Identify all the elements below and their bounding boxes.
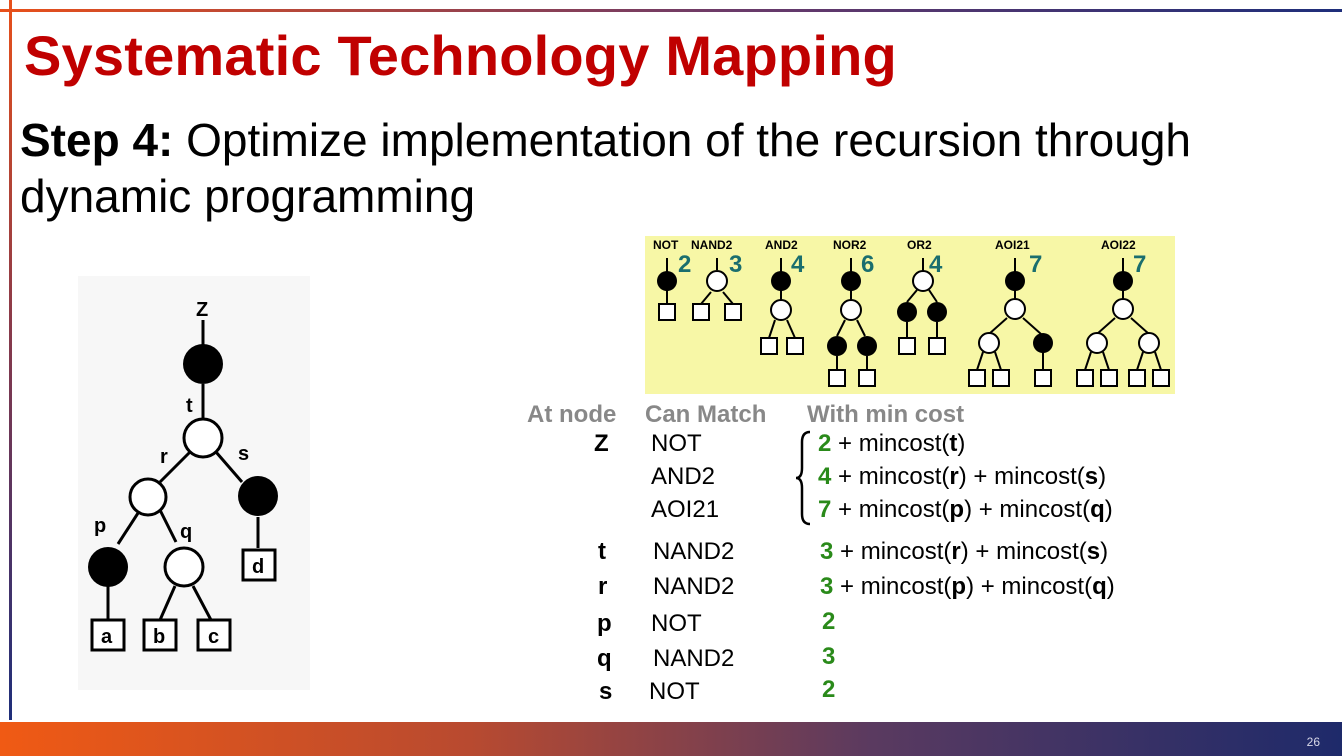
table-header-cost: With min cost [807,401,965,428]
table-row-node: t [598,538,606,565]
tree-label-s: s [238,443,249,465]
tree-label-t: t [186,395,193,417]
pattern-name-aoi22: AOI22 [1101,238,1136,252]
step-description: Step 4: Optimize implementation of the r… [20,112,1220,224]
pattern-name-aoi21: AOI21 [995,238,1030,252]
tree-label-c: c [208,626,219,648]
tree-node-q [163,546,205,588]
tree-label-b: b [153,626,165,648]
cost-options-brace [795,430,811,526]
pattern-cost-nand2: 3 [729,251,742,278]
tree-node-s [238,476,278,516]
tree-node-t [182,417,224,459]
table-row-match: NAND2 [653,645,735,672]
table-row-match: NOT [651,610,702,637]
table-row-cost-expr: 7 + mincost(p) + mincost(q) [818,496,1113,523]
table-header-node: At node [527,401,617,428]
pattern-cost-and2: 4 [791,251,805,278]
pattern-cost-or2: 4 [929,251,943,278]
table-row-cost: 2 [822,676,836,703]
pattern-name-or2: OR2 [907,238,932,252]
top-accent-bar [0,9,1342,12]
pattern-name-and2: AND2 [765,238,798,252]
step-label: Step 4: [20,114,174,166]
tree-node-r [128,477,168,517]
tree-leaf-c [196,618,232,652]
subject-tree-diagram: Z t r s p q d a b c [88,299,278,652]
pattern-cost-aoi22: 7 [1133,251,1146,278]
pattern-cost-aoi21: 7 [1029,251,1042,278]
pattern-name-nor2: NOR2 [833,238,867,252]
pattern-cost-not: 2 [678,251,691,278]
tree-node-z [183,344,223,384]
table-row-match: NAND2 [653,538,735,565]
slide-title: Systematic Technology Mapping [24,24,897,87]
table-row-match: AND2 [651,463,716,490]
table-row-cost-expr: 4 + mincost(r) + mincost(s) [818,463,1107,490]
footer-bar [0,722,1342,756]
tree-label-q: q [180,521,192,543]
pattern-name-nand2: NAND2 [691,238,733,252]
tree-label-r: r [160,446,168,468]
pattern-cost-nor2: 6 [861,251,874,278]
left-accent-bar [9,0,12,720]
table-row-match: NOT [651,430,702,457]
table-row-cost: 3 [822,643,836,670]
tree-label-d: d [252,556,264,578]
table-row-node: Z [594,430,609,457]
table-header-match: Can Match [645,401,767,428]
tree-leaf-a [90,618,126,652]
tree-leaf-d [241,548,277,582]
table-row-node: r [598,573,608,600]
table-row-cost-expr: 3 + mincost(r) + mincost(s) [820,538,1109,565]
table-row-node: q [597,645,612,672]
table-row-match: NOT [649,678,700,705]
tree-label-z: Z [196,299,208,321]
step-text: Optimize implementation of the recursion… [20,114,1191,222]
pattern-name-not: NOT [653,238,679,252]
page-number: 26 [1306,735,1320,749]
tree-node-p [88,547,128,587]
table-row-node: p [597,610,612,637]
pattern-library-diagram: NOT NAND2 AND2 NOR2 OR2 AOI21 AOI22 2 3 … [653,238,1170,387]
tree-label-a: a [101,626,113,648]
table-row-cost-expr: 2 + mincost(t) [818,430,966,457]
table-row-match: NAND2 [653,573,735,600]
table-row-cost: 2 [822,608,836,635]
table-row-cost-expr: 3 + mincost(p) + mincost(q) [820,573,1115,600]
table-row-node: s [599,678,613,705]
tree-leaf-b [142,618,178,652]
table-row-match: AOI21 [651,496,720,523]
tree-label-p: p [94,515,106,537]
